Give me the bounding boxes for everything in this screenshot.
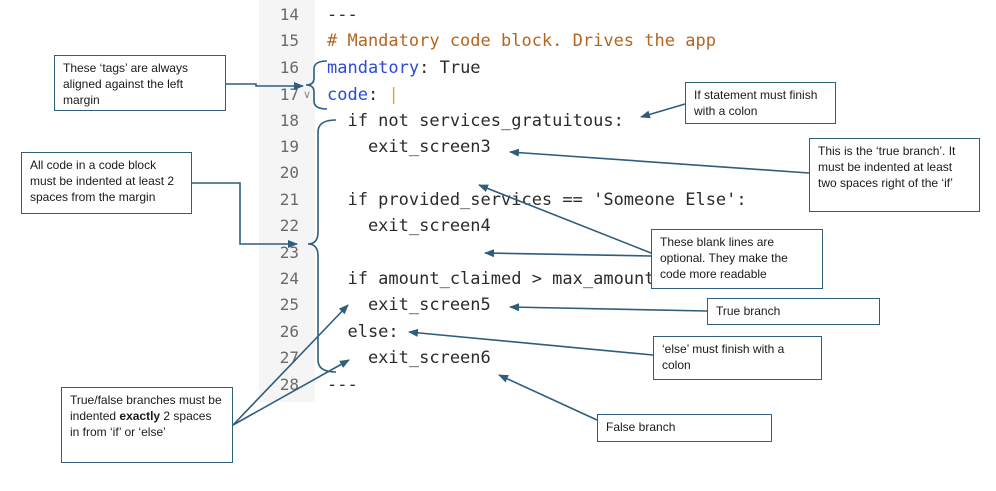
- indent-callout: All code in a code block must be indente…: [21, 152, 192, 214]
- branches-arrow-1: [232, 304, 349, 426]
- code-line-15: 15 # Mandatory code block. Drives the ap…: [259, 28, 859, 54]
- indent-arrow: [192, 182, 298, 248]
- if-colon-callout: If statement must finish with a colon: [685, 82, 836, 124]
- tags-callout-text: These ‘tags’ are always aligned against …: [63, 61, 188, 107]
- code-text: if provided_services == 'Someone Else':: [327, 190, 747, 210]
- line-number: 21: [279, 190, 299, 209]
- line-number: 22: [279, 216, 299, 235]
- indent-callout-text: All code in a code block must be indente…: [30, 158, 175, 204]
- true-branch-callout: True branch: [707, 298, 880, 325]
- code-keyword: mandatory: [327, 58, 420, 78]
- code-line-20: 20: [259, 160, 859, 186]
- code-line-26: 26 else:: [259, 319, 859, 345]
- code-line-17: 17 ∨ code: |: [259, 82, 859, 108]
- code-text: code: |: [327, 85, 399, 105]
- code-editor[interactable]: [315, 0, 855, 402]
- text-cursor: |: [388, 85, 399, 105]
- code-text: mandatory: True: [327, 58, 481, 78]
- code-text: else:: [327, 322, 399, 342]
- code-comment: # Mandatory code block. Drives the app: [327, 31, 716, 51]
- code-line-19: 19 exit_screen3: [259, 134, 859, 160]
- code-line-25: 25 exit_screen5: [259, 292, 859, 318]
- code-block-brace: [307, 119, 337, 373]
- if-colon-callout-text: If statement must finish with a colon: [694, 88, 818, 118]
- code-text: if not services_gratuitous:: [327, 111, 624, 131]
- branches-callout-pre: True/false branches must be indented: [70, 393, 222, 423]
- code-line-22: 22 exit_screen4: [259, 213, 859, 239]
- else-colon-arrow: [408, 328, 654, 356]
- code-line-27: 27 exit_screen6: [259, 345, 859, 371]
- true-branch-arrow: [509, 303, 708, 312]
- blank-lines-callout-text: These blank lines are optional. They mak…: [660, 235, 788, 281]
- else-colon-callout-text: ‘else’ must finish with a colon: [662, 342, 785, 372]
- true-branch-note-arrow: [509, 148, 810, 174]
- false-branch-arrow: [498, 374, 598, 421]
- true-branch-callout-text: True branch: [716, 304, 781, 318]
- branches-callout-bold: exactly: [119, 409, 161, 423]
- line-number: 25: [279, 295, 299, 314]
- code-text: exit_screen4: [327, 216, 491, 236]
- code-text: ---: [327, 375, 358, 395]
- if-colon-arrow: [640, 103, 686, 119]
- line-number: 14: [279, 5, 299, 24]
- code-keyword: code: [327, 85, 368, 105]
- tags-brace: [305, 60, 328, 110]
- else-colon-callout: ‘else’ must finish with a colon: [653, 336, 822, 380]
- fold-chevron-icon[interactable]: ∨: [303, 88, 312, 101]
- code-text: ---: [327, 5, 358, 25]
- code-text: exit_screen3: [327, 137, 491, 157]
- blank-lines-arrow-2: [484, 249, 652, 258]
- code-line-14: 14 ---: [259, 2, 859, 28]
- branches-callout-post: 2 spaces in from ‘if’ or ‘else’: [70, 409, 212, 439]
- line-number: 16: [279, 58, 299, 77]
- blank-lines-callout: These blank lines are optional. They mak…: [651, 229, 823, 289]
- line-number: 18: [279, 111, 299, 130]
- line-number: 28: [279, 375, 299, 394]
- line-number-gutter: [259, 0, 315, 402]
- true-branch-note-text: This is the ‘true branch’. It must be in…: [818, 144, 956, 190]
- false-branch-callout: False branch: [597, 414, 772, 442]
- code-line-21: 21 if provided_services == 'Someone Else…: [259, 187, 859, 213]
- line-number: 19: [279, 137, 299, 156]
- code-text: exit_screen6: [327, 348, 491, 368]
- line-number: 26: [279, 322, 299, 341]
- code-line-28: 28 ---: [259, 372, 859, 398]
- line-number: 20: [279, 163, 299, 182]
- code-text: exit_screen5: [327, 295, 491, 315]
- false-branch-callout-text: False branch: [606, 420, 676, 434]
- tags-callout: These ‘tags’ are always aligned against …: [54, 55, 226, 111]
- branches-arrow-2: [232, 359, 350, 426]
- tags-arrow: [226, 82, 304, 90]
- blank-lines-arrow-1: [478, 184, 652, 254]
- branches-callout: True/false branches must be indented exa…: [61, 387, 233, 463]
- true-branch-note-callout: This is the ‘true branch’. It must be in…: [809, 138, 980, 212]
- code-line-18: 18 if not services_gratuitous:: [259, 108, 859, 134]
- code-line-16: 16 mandatory: True: [259, 55, 859, 81]
- line-number: 15: [279, 31, 299, 50]
- line-number: 24: [279, 269, 299, 288]
